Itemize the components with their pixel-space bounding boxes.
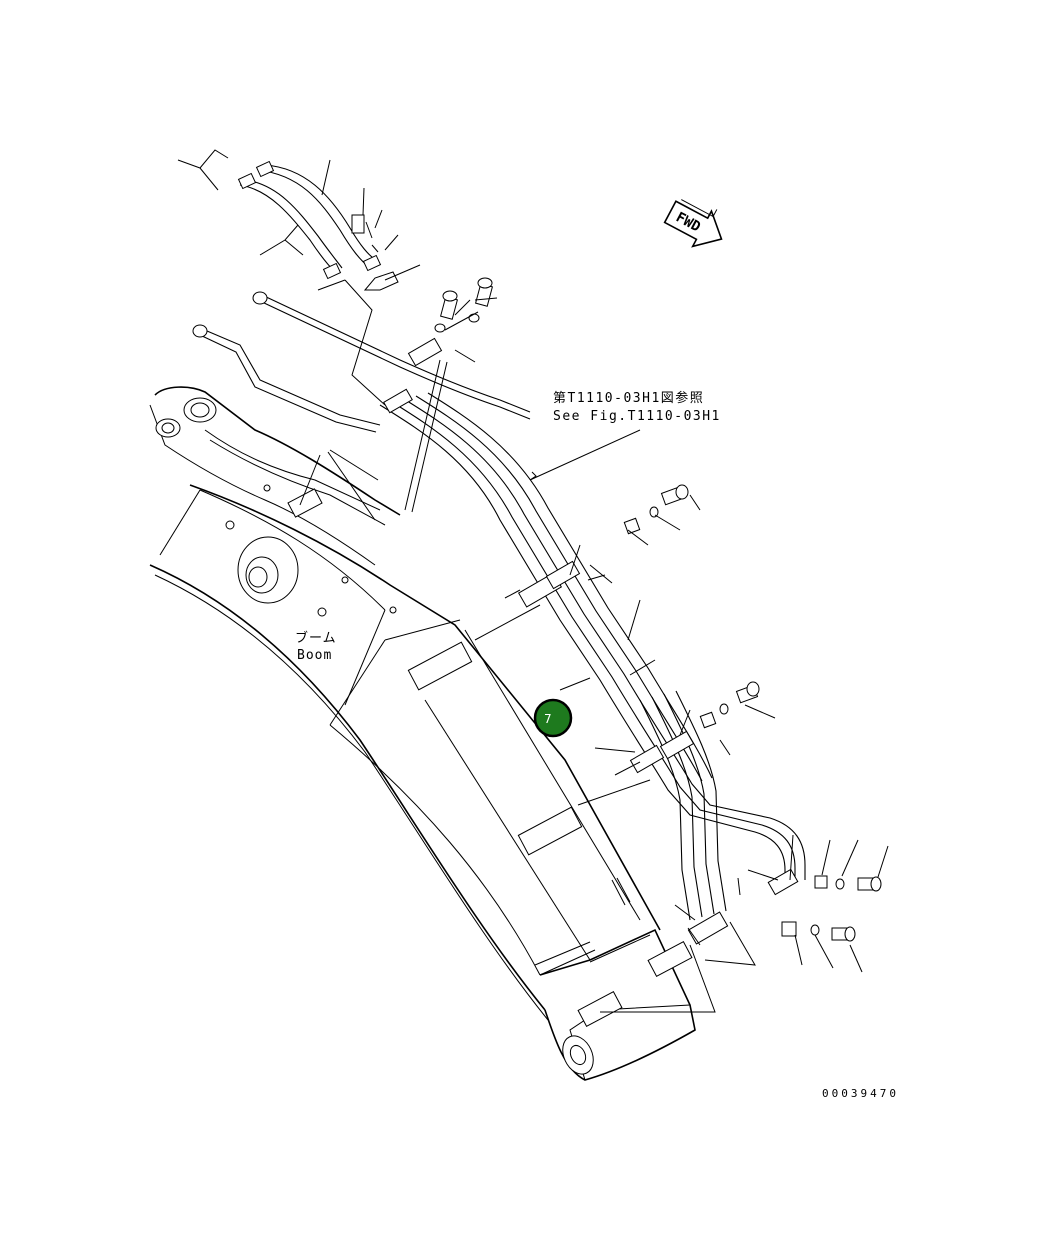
callout-marker[interactable] [533, 698, 573, 738]
callout-7[interactable]: 7 [533, 698, 573, 738]
boom-label-japanese: ブーム [295, 630, 337, 646]
reference-note-japanese: 第T1110-03H1図参照 [553, 390, 704, 406]
document-number: 00039470 [822, 1087, 899, 1100]
reference-note-english: See Fig.T1110-03H1 [553, 409, 721, 424]
fasteners [434, 277, 882, 942]
boom-label-english: Boom [297, 648, 332, 663]
fwd-arrow-icon: FWD [663, 199, 723, 248]
callout-number: 7 [544, 712, 552, 726]
boom-structure [149, 386, 696, 1081]
upper-hose-set [237, 160, 399, 291]
leader-lines [177, 149, 889, 1013]
steel-tubes [192, 291, 806, 945]
